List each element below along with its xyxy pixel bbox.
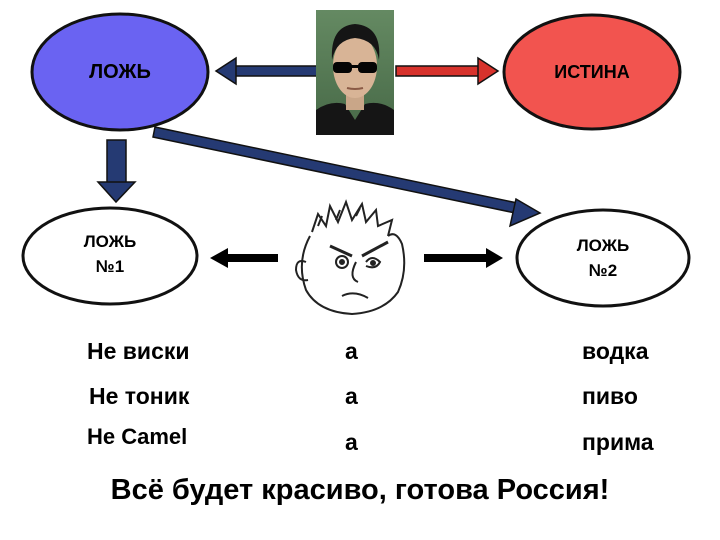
- truth-label-text: ИСТИНА: [554, 61, 630, 82]
- row-3-mid: а: [345, 429, 358, 455]
- neo-portrait: [316, 10, 394, 135]
- lie-ellipse: [30, 12, 210, 132]
- row-3-left: Не Camel: [87, 424, 188, 449]
- row-1-left: Не виски: [87, 338, 190, 364]
- arrow-down-to-lie1: [96, 139, 137, 204]
- row-1-mid: а: [345, 338, 358, 364]
- arrow-to-lie2: [424, 248, 503, 268]
- lie2-number: №2: [588, 261, 618, 280]
- arrow-to-lie: [214, 56, 323, 86]
- row-2-left: Не тоник: [89, 383, 190, 409]
- lie1-label: ЛОЖЬ №1: [24, 222, 196, 288]
- arrow-diagonal-to-lie2: [152, 126, 542, 228]
- angry-face-drawing: [294, 199, 406, 316]
- row-3-right: прима: [582, 429, 654, 455]
- arrow-to-truth: [395, 56, 500, 86]
- lie2-title: ЛОЖЬ: [576, 236, 630, 256]
- row-2-right: пиво: [582, 383, 638, 409]
- lie-label-text: ЛОЖЬ: [89, 60, 151, 83]
- lie2-ellipse: [515, 208, 691, 308]
- row-2-mid: а: [345, 383, 358, 409]
- lie2-label: ЛОЖЬ №2: [517, 226, 689, 292]
- row-1-right: водка: [582, 338, 649, 364]
- lie1-number: №1: [95, 257, 125, 276]
- arrow-to-lie1: [210, 248, 278, 268]
- truth-ellipse: [502, 13, 682, 131]
- lie-label: ЛОЖЬ: [32, 50, 208, 94]
- slogan: Всё будет красиво, готова Россия!: [110, 474, 610, 506]
- lie1-title: ЛОЖЬ: [83, 232, 137, 252]
- lie1-ellipse: [21, 206, 199, 306]
- truth-label: ИСТИНА: [504, 50, 680, 94]
